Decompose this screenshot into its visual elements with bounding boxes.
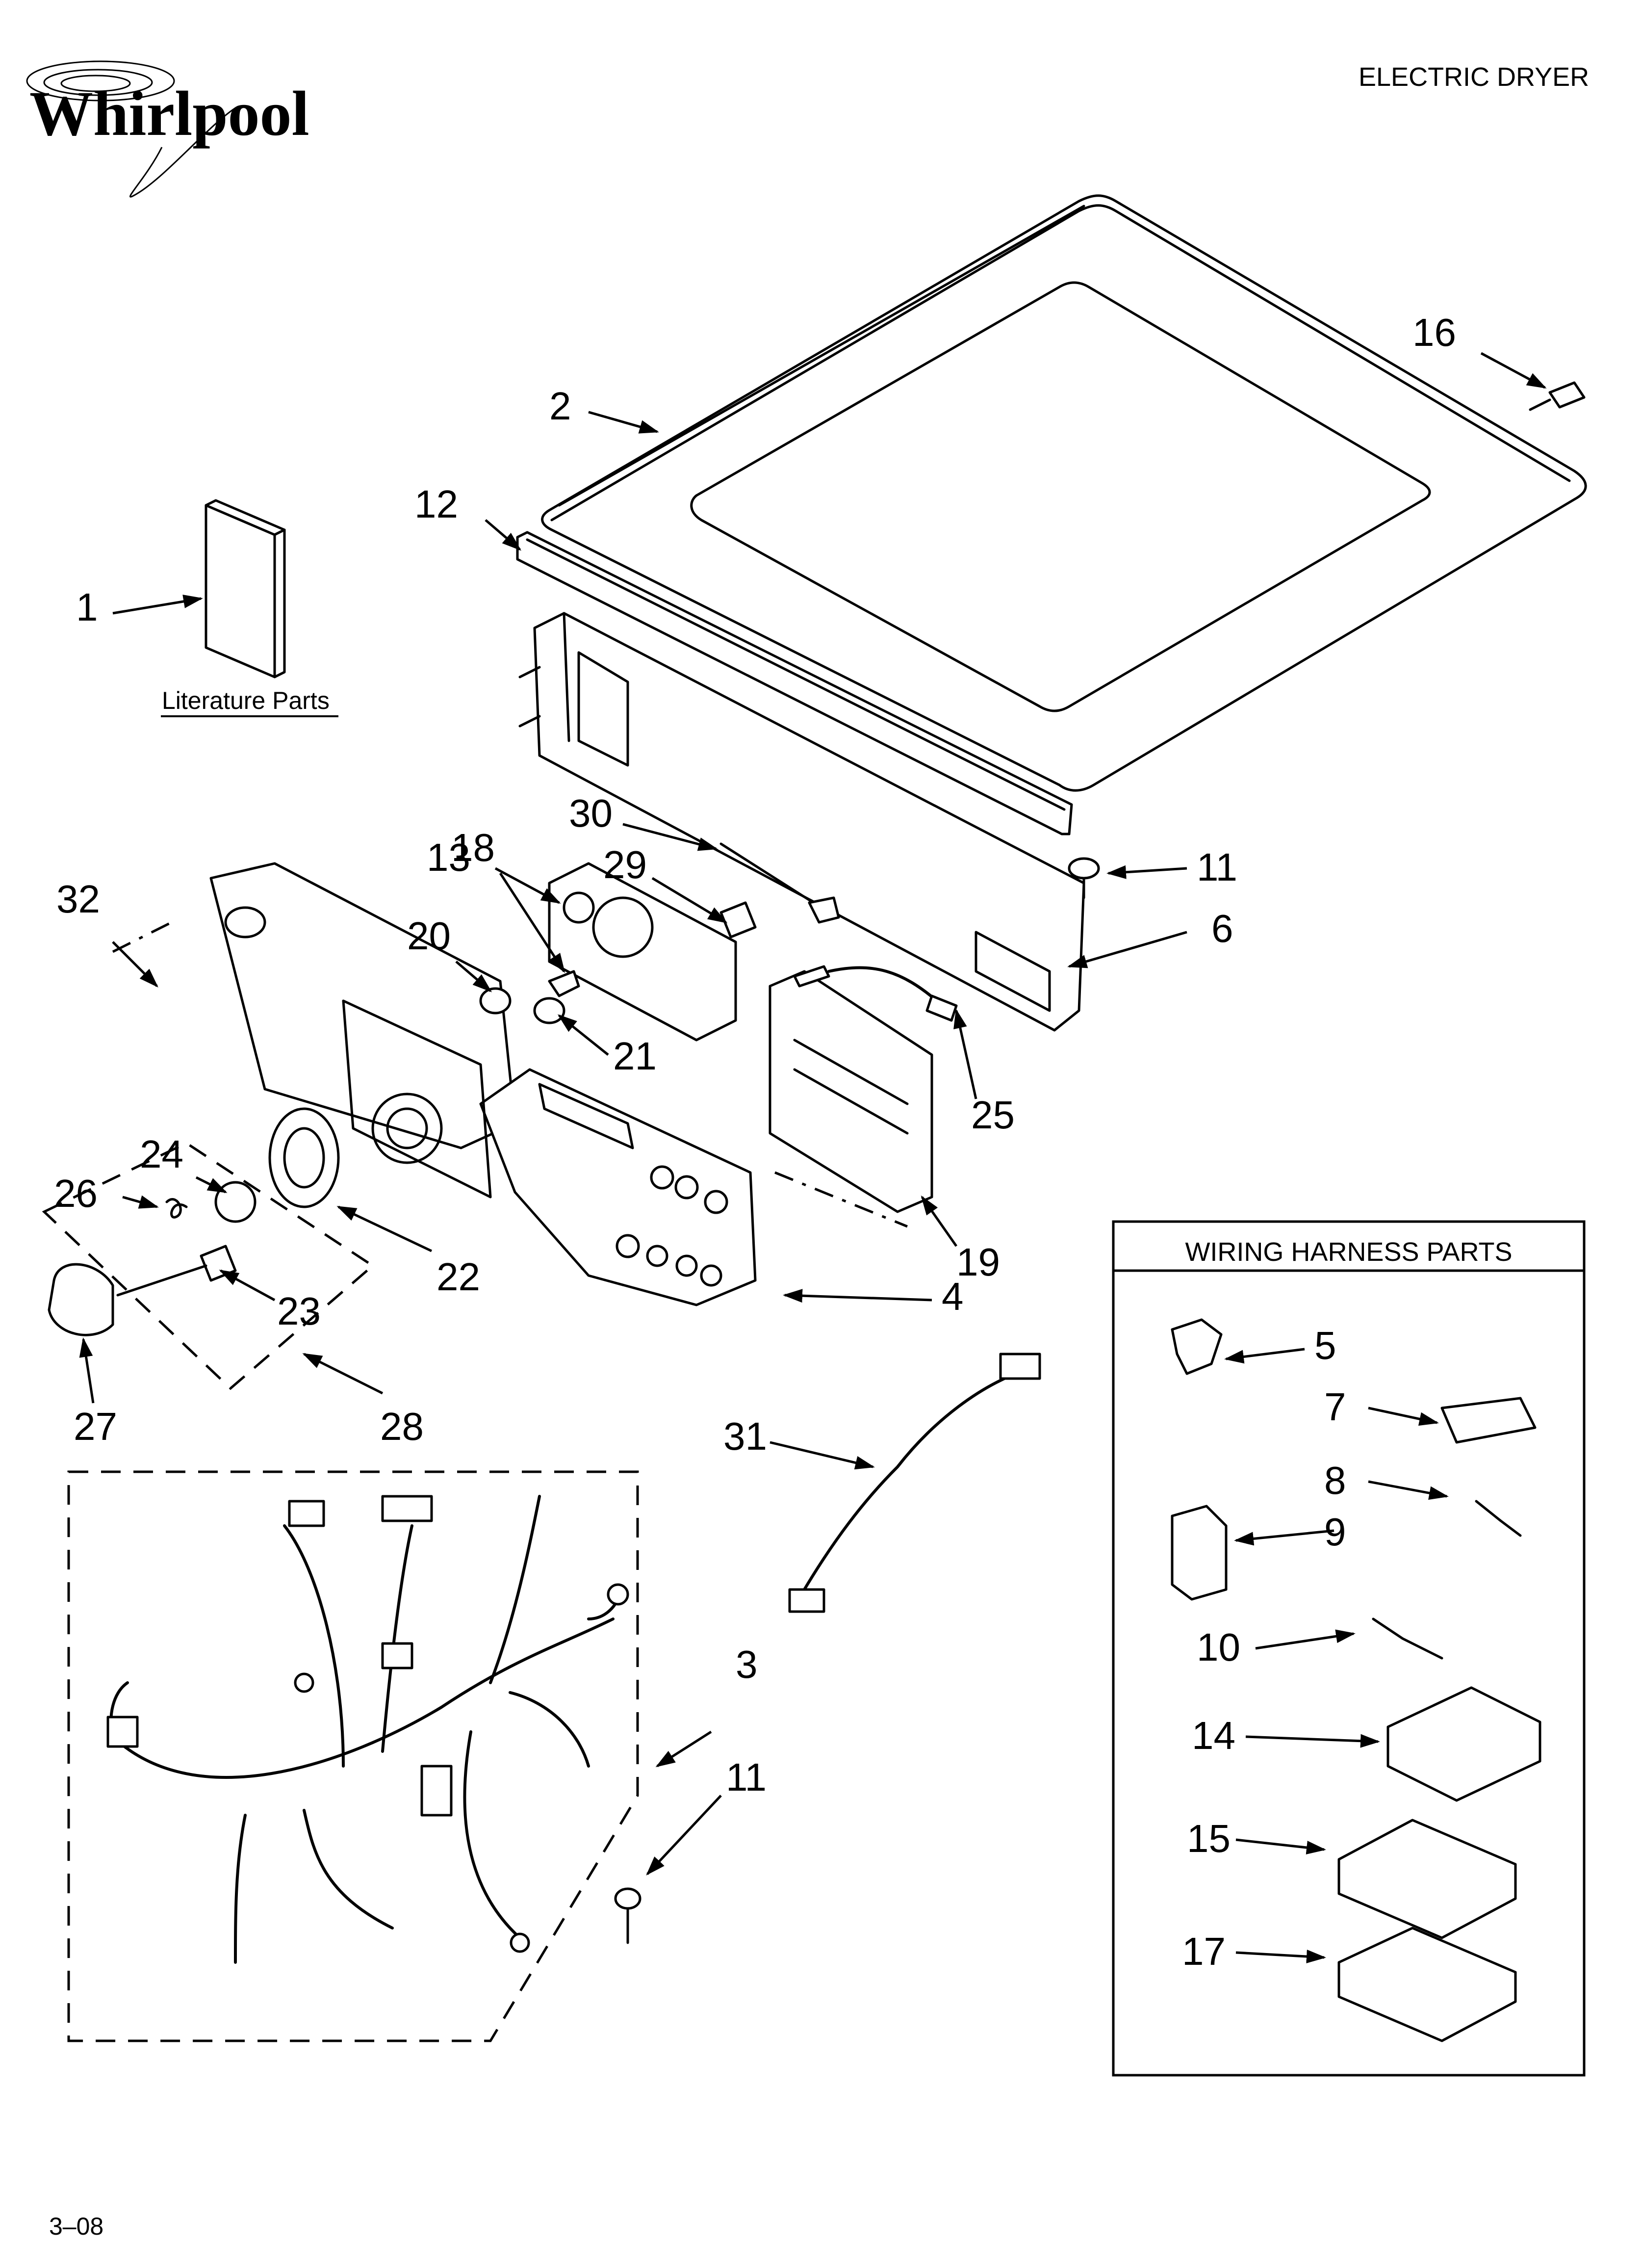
callout-27: 27 <box>74 1405 117 1448</box>
wiring-box-title: WIRING HARNESS PARTS <box>1185 1237 1512 1267</box>
product-title: ELECTRIC DRYER <box>1359 62 1589 92</box>
console-bracket <box>516 531 1085 1032</box>
control-board-18 <box>548 862 737 1042</box>
brand-wordmark: Whirlpool <box>29 78 309 149</box>
callout-16: 16 <box>1412 311 1456 354</box>
callout-13: 13 <box>427 835 470 879</box>
encoder-22 <box>268 1107 340 1208</box>
callout-3: 3 <box>736 1642 758 1686</box>
spring-26 <box>165 1198 188 1219</box>
callout-22: 22 <box>436 1255 480 1299</box>
callout-25: 25 <box>971 1093 1015 1137</box>
callout-28: 28 <box>380 1405 424 1448</box>
screw-16 <box>1529 381 1586 411</box>
callout-31: 31 <box>723 1414 767 1458</box>
callout-2: 2 <box>549 384 571 428</box>
screw-11b <box>614 1887 641 1944</box>
harness-25 <box>793 965 958 1022</box>
top-panel <box>541 194 1587 792</box>
literature-booklet: Literature Parts <box>161 499 338 717</box>
callout-4: 4 <box>942 1275 964 1318</box>
callout-14: 14 <box>1192 1714 1235 1757</box>
callout-9: 9 <box>1324 1510 1346 1554</box>
footer-code: 3–08 <box>49 2213 103 2240</box>
cable-tie-30 <box>719 842 840 924</box>
callout-26: 26 <box>54 1172 98 1215</box>
bushing-24 <box>214 1181 257 1223</box>
callout-21: 21 <box>613 1034 657 1078</box>
switch-13 <box>548 970 580 997</box>
callout-24: 24 <box>140 1132 183 1176</box>
knob-20 <box>479 987 512 1015</box>
callout-11a: 11 <box>1197 845 1237 889</box>
callout-10: 10 <box>1197 1625 1240 1669</box>
clip-29 <box>719 901 757 938</box>
console-panel <box>209 862 757 1306</box>
whirlpool-logo: Whirlpool <box>26 60 309 198</box>
leader-lines <box>79 352 1547 1963</box>
callout-1: 1 <box>76 585 98 629</box>
callout-30: 30 <box>569 791 613 835</box>
callout-11b: 11 <box>726 1755 767 1799</box>
wiring-harness-parts-box: WIRING HARNESS PARTS <box>1112 1220 1586 2077</box>
main-harness-3 <box>106 1495 629 1964</box>
screw-11a <box>1068 857 1100 899</box>
callout-7: 7 <box>1324 1385 1346 1429</box>
callout-5: 5 <box>1314 1324 1336 1367</box>
callout-23: 23 <box>277 1289 321 1333</box>
main-harness-outline <box>67 1470 639 2042</box>
kit-28-outline <box>42 1142 375 1390</box>
callout-18: 18 <box>451 826 495 869</box>
callout-12: 12 <box>414 482 458 526</box>
ui-board-19 <box>769 970 933 1213</box>
harness-31 <box>788 1353 1041 1613</box>
callout-15: 15 <box>1187 1817 1231 1860</box>
callout-8: 8 <box>1324 1459 1346 1502</box>
knob-27 <box>48 1263 207 1336</box>
literature-label: Literature Parts <box>162 687 330 714</box>
bezel-21 <box>533 997 565 1024</box>
callout-19: 19 <box>956 1240 1000 1284</box>
callout-6: 6 <box>1211 907 1233 950</box>
callout-20: 20 <box>407 914 451 958</box>
callout-17: 17 <box>1182 1929 1226 1973</box>
callout-29: 29 <box>603 843 647 886</box>
callout-32: 32 <box>56 877 100 921</box>
